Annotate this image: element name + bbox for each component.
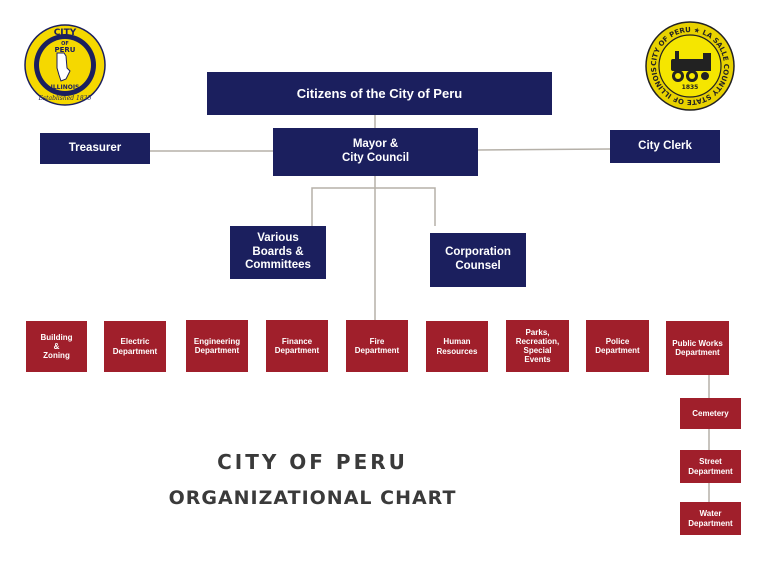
- node-water: Water Department: [680, 502, 741, 535]
- node-city-clerk: City Clerk: [610, 130, 720, 163]
- node-electric: Electric Department: [104, 321, 166, 372]
- node-citizens: Citizens of the City of Peru: [207, 72, 552, 115]
- seal-left-state: ILLINOIS: [51, 84, 80, 91]
- seal-left-peru: PERU: [55, 46, 76, 54]
- node-fire: Fire Department: [346, 320, 408, 372]
- node-treasurer: Treasurer: [40, 133, 150, 164]
- node-mayor-council: Mayor & City Council: [273, 128, 478, 176]
- node-finance: Finance Department: [266, 320, 328, 372]
- node-corporation-counsel: Corporation Counsel: [430, 233, 526, 287]
- node-public-works: Public Works Department: [666, 321, 729, 375]
- node-street: Street Department: [680, 450, 741, 483]
- seal-left-city: CITY: [54, 28, 77, 38]
- node-boards-committees: Various Boards & Committees: [230, 226, 326, 279]
- node-police: Police Department: [586, 320, 649, 372]
- node-building-zoning: Building & Zoning: [26, 321, 87, 372]
- node-cemetery: Cemetery: [680, 398, 741, 429]
- seal-left-of: OF: [61, 41, 69, 47]
- city-seal-right: 1835 CITY OF PERU ★ LA SALLE COUNTY STAT…: [645, 21, 735, 111]
- node-parks-recreation: Parks, Recreation, Special Events: [506, 320, 569, 372]
- node-engineering: Engineering Department: [186, 320, 248, 372]
- chart-title-line2: ORGANIZATIONAL CHART: [168, 487, 457, 509]
- seal-right-year: 1835: [682, 84, 699, 91]
- connector-mayor-clerk: [477, 148, 611, 151]
- connector-boards-counsel: [311, 187, 436, 226]
- seal-left-established: Established 1835: [38, 95, 92, 102]
- node-human-resources: Human Resources: [426, 321, 488, 372]
- chart-title-line1: CITY OF PERU: [217, 450, 408, 474]
- city-seal-left: CITY OF PERU ILLINOIS Established 1835: [24, 24, 106, 106]
